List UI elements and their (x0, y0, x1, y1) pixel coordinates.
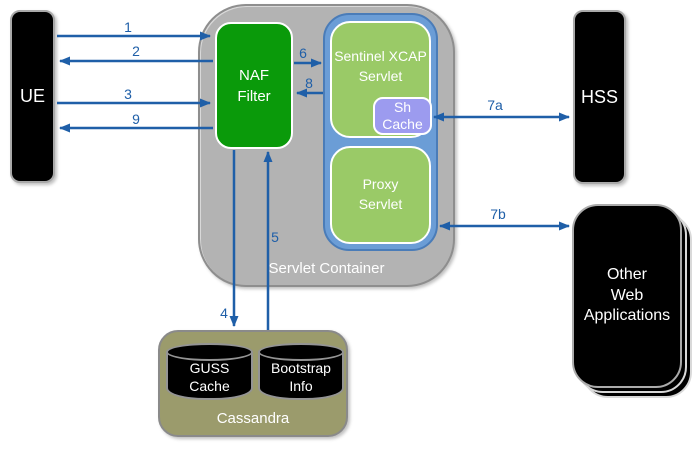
arrow-7a-label: 7a (487, 97, 503, 113)
hss-node: HSS (573, 10, 626, 184)
arrow-9-label: 9 (132, 111, 140, 127)
sh-cache-node: Sh Cache (373, 97, 432, 135)
arrow-6-label: 6 (299, 45, 307, 61)
arrow-2-label: 2 (132, 43, 140, 59)
bootstrap-info-cylinder: Bootstrap Info (258, 343, 344, 400)
arrow-4-label: 4 (220, 305, 228, 321)
servlet-container-label: Servlet Container (268, 260, 385, 277)
sentinel-xcap-servlet-label: Sentinel XCAP Servlet (334, 47, 427, 84)
cassandra-label: Cassandra (216, 410, 290, 427)
guss-cache-cylinder: GUSS Cache (166, 343, 253, 400)
guss-cache-label: GUSS Cache (189, 359, 230, 394)
other-web-applications-node: Other Web Applications (572, 204, 682, 388)
bootstrap-info-label: Bootstrap Info (271, 359, 331, 394)
arrow-7b-label: 7b (490, 206, 506, 222)
hss-label: HSS (580, 86, 618, 107)
other-web-applications-label: Other Web Applications (583, 266, 671, 325)
proxy-servlet-label: Proxy Servlet (358, 176, 403, 212)
arrow-5-label: 5 (271, 229, 279, 245)
ue-node: UE (10, 10, 55, 183)
arrow-1-label: 1 (124, 19, 132, 35)
sh-cache-label: Sh Cache (382, 99, 423, 132)
proxy-servlet-node: Proxy Servlet (330, 146, 431, 244)
arrow-3-label: 3 (124, 86, 132, 102)
naf-filter-label: NAF Filter (237, 66, 271, 105)
ue-label: UE (19, 86, 45, 106)
arrow-8-label: 8 (305, 75, 313, 91)
naf-filter-node: NAF Filter (215, 22, 293, 149)
